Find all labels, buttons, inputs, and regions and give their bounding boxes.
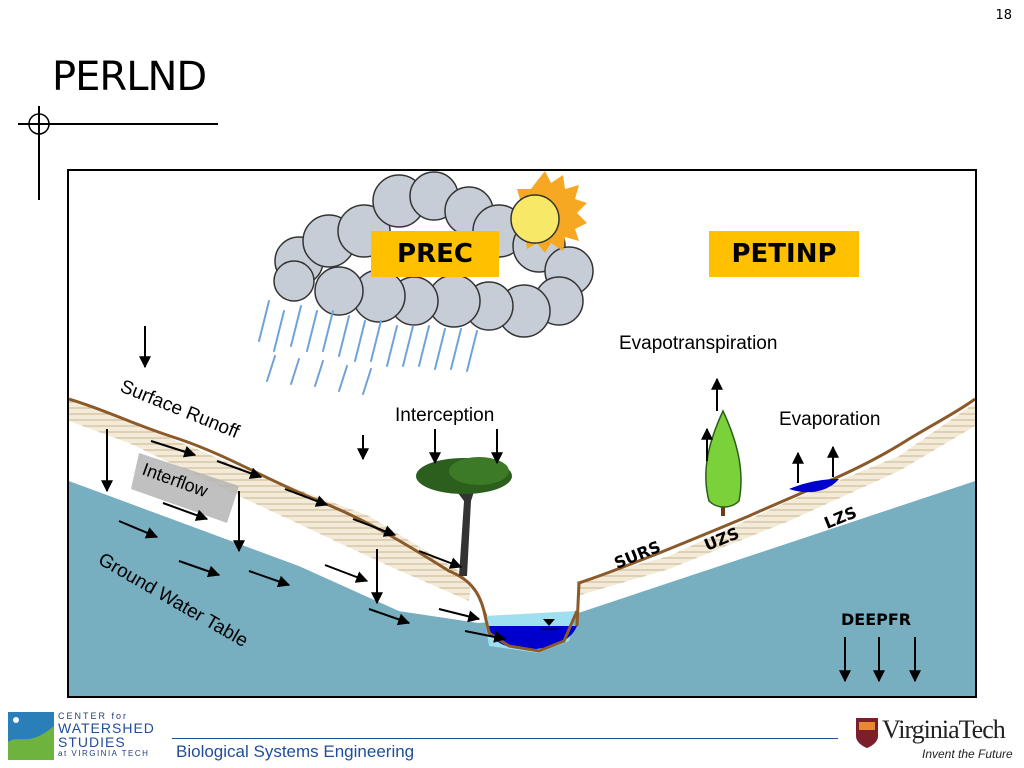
evaporation-pond bbox=[789, 479, 839, 493]
footer-department: Biological Systems Engineering bbox=[176, 742, 415, 761]
cypress-tree-icon bbox=[705, 409, 742, 516]
slide-title: PERLND bbox=[52, 54, 207, 100]
vt-name: VirginiaTech bbox=[882, 715, 1006, 744]
cws-line3: STUDIES bbox=[58, 734, 126, 750]
interception-label: Interception bbox=[395, 405, 494, 426]
crosshair-decoration bbox=[18, 106, 218, 200]
interflow-band bbox=[131, 453, 239, 523]
ground-surface-right bbox=[575, 397, 975, 627]
prec-label: PREC bbox=[371, 231, 499, 277]
cws-line4: at VIRGINIA TECH bbox=[58, 749, 150, 758]
cws-logo-icon bbox=[8, 712, 54, 760]
hydrology-diagram: Surface Runoff Interflow Ground Water Ta… bbox=[67, 169, 977, 698]
rain bbox=[258, 300, 478, 395]
groundwater-zone bbox=[69, 481, 975, 696]
petinp-label: PETINP bbox=[709, 231, 859, 277]
cws-line1: CENTER for bbox=[58, 711, 129, 721]
sun-icon bbox=[510, 171, 587, 253]
cws-logo-text: CENTER for WATERSHED STUDIES at VIRGINIA… bbox=[58, 711, 155, 758]
slide-number: 18 bbox=[995, 8, 1012, 23]
evapotranspiration-label: Evapotranspiration bbox=[619, 333, 777, 354]
evaporation-label: Evaporation bbox=[779, 409, 880, 430]
vt-tagline: Invent the Future bbox=[922, 747, 1013, 761]
footer-divider bbox=[172, 738, 838, 739]
tree-icon bbox=[416, 457, 512, 576]
deepfr-label: DEEPFR bbox=[841, 610, 911, 629]
cws-line2: WATERSHED bbox=[58, 720, 155, 736]
vt-shield-icon bbox=[856, 718, 878, 748]
